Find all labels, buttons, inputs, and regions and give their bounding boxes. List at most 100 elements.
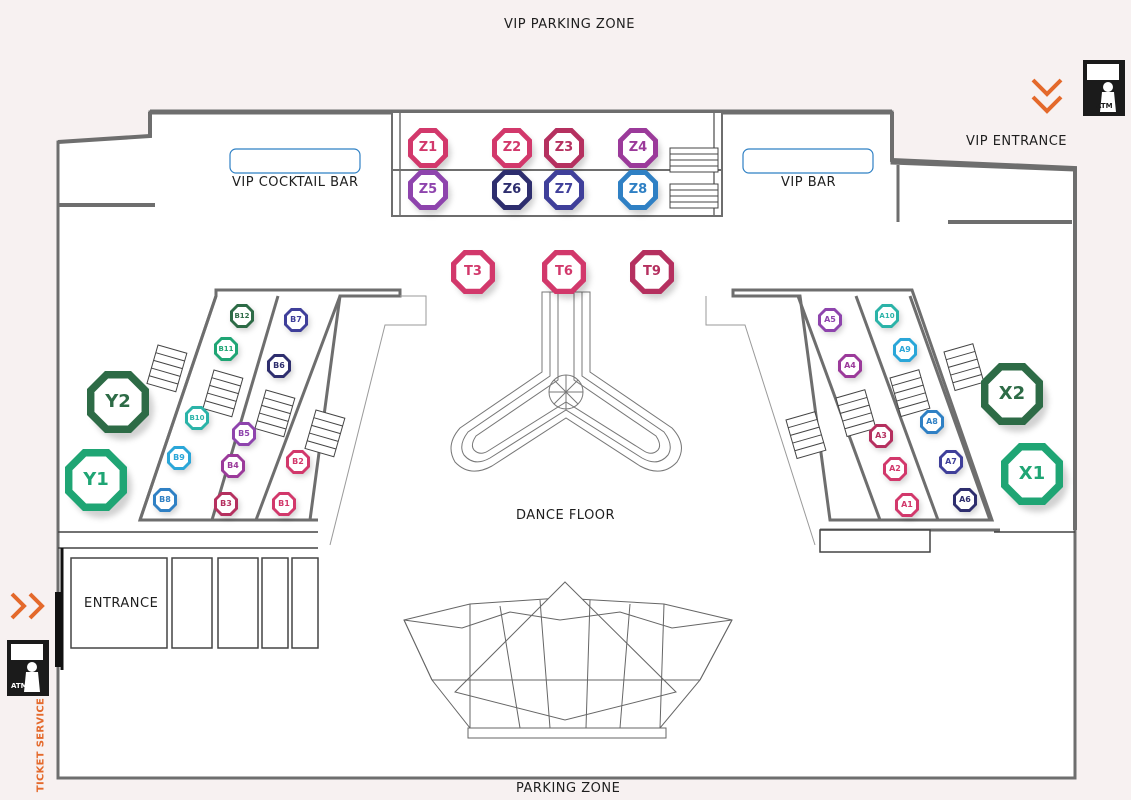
table-label: T6 <box>555 264 573 280</box>
table-label: Z6 <box>502 182 522 198</box>
table-a10[interactable]: A10 <box>875 304 899 328</box>
vip-bar-label: VIP BAR <box>781 175 837 190</box>
table-label: X2 <box>998 383 1026 405</box>
stairs-left-4 <box>304 409 346 458</box>
table-a5[interactable]: A5 <box>818 308 842 332</box>
entrance-label[interactable]: ENTRANCE <box>84 596 159 611</box>
table-label: B3 <box>220 499 232 509</box>
dance-floor-edge-right <box>705 296 816 546</box>
stairs-right-1 <box>943 343 985 392</box>
stairs-vip-1 <box>669 147 719 173</box>
stairs-left-2 <box>202 369 244 418</box>
table-label: B11 <box>218 344 234 353</box>
table-a3[interactable]: A3 <box>869 424 893 448</box>
dance-floor-edge <box>329 295 427 546</box>
table-b6[interactable]: B6 <box>267 354 291 378</box>
table-label: B9 <box>173 453 185 463</box>
table-label: Z1 <box>418 140 438 156</box>
table-label: A5 <box>824 315 836 325</box>
table-label: A8 <box>926 417 938 427</box>
table-y2[interactable]: Y2 <box>87 371 149 433</box>
table-label: Y1 <box>83 469 109 491</box>
table-label: B5 <box>238 429 250 439</box>
table-t9[interactable]: T9 <box>630 250 674 294</box>
table-label: Z7 <box>554 182 574 198</box>
vip-bar-counter <box>742 148 874 174</box>
table-x1[interactable]: X1 <box>1001 443 1063 505</box>
table-z3[interactable]: Z3 <box>544 128 584 168</box>
table-label: A6 <box>959 495 971 505</box>
table-b12[interactable]: B12 <box>230 304 254 328</box>
table-b11[interactable]: B11 <box>214 337 238 361</box>
table-z7[interactable]: Z7 <box>544 170 584 210</box>
table-b8[interactable]: B8 <box>153 488 177 512</box>
table-label: X1 <box>1018 463 1046 485</box>
table-z1[interactable]: Z1 <box>408 128 448 168</box>
entrance-door <box>55 592 61 667</box>
table-a8[interactable]: A8 <box>920 410 944 434</box>
entrance-arrow-icon <box>10 592 45 620</box>
table-t3[interactable]: T3 <box>451 250 495 294</box>
catwalk <box>450 291 682 472</box>
table-label: A2 <box>889 464 901 474</box>
table-b2[interactable]: B2 <box>286 450 310 474</box>
table-z5[interactable]: Z5 <box>408 170 448 210</box>
table-z8[interactable]: Z8 <box>618 170 658 210</box>
table-b7[interactable]: B7 <box>284 308 308 332</box>
table-x2[interactable]: X2 <box>981 363 1043 425</box>
table-b9[interactable]: B9 <box>167 446 191 470</box>
table-label: Z8 <box>628 182 648 198</box>
table-label: B10 <box>189 413 205 422</box>
table-label: A10 <box>879 311 895 320</box>
table-a9[interactable]: A9 <box>893 338 917 362</box>
dance-floor-label: DANCE FLOOR <box>516 508 616 523</box>
parking-zone-label: PARKING ZONE <box>516 781 621 796</box>
table-label: A1 <box>901 500 913 510</box>
svg-text:ATM: ATM <box>1096 102 1113 110</box>
table-b1[interactable]: B1 <box>272 492 296 516</box>
table-b3[interactable]: B3 <box>214 492 238 516</box>
left-upper-wall <box>57 112 152 144</box>
table-b4[interactable]: B4 <box>221 454 245 478</box>
stairs-right-3 <box>835 389 877 438</box>
vip-entrance-arrow-icon <box>1031 78 1063 114</box>
ticket-service-label[interactable]: TICKET SERVICE <box>35 697 47 793</box>
table-label: A9 <box>899 345 911 355</box>
table-z4[interactable]: Z4 <box>618 128 658 168</box>
right-upper-wall <box>890 112 1077 530</box>
table-label: Z4 <box>628 140 648 156</box>
table-label: Z3 <box>554 140 574 156</box>
table-b10[interactable]: B10 <box>185 406 209 430</box>
table-a6[interactable]: A6 <box>953 488 977 512</box>
table-a7[interactable]: A7 <box>939 450 963 474</box>
table-a2[interactable]: A2 <box>883 457 907 481</box>
vip-cocktail-bar-label: VIP COCKTAIL BAR <box>232 175 359 190</box>
table-label: B12 <box>234 311 250 320</box>
table-a4[interactable]: A4 <box>838 354 862 378</box>
main-stage <box>403 581 733 739</box>
atm-icon-left: ATM <box>7 640 49 696</box>
svg-text:ATM: ATM <box>11 682 28 690</box>
table-label: Y2 <box>105 391 131 413</box>
table-z6[interactable]: Z6 <box>492 170 532 210</box>
vip-entrance-label: VIP ENTRANCE <box>966 134 1067 149</box>
table-label: B4 <box>227 461 239 471</box>
table-z2[interactable]: Z2 <box>492 128 532 168</box>
table-y1[interactable]: Y1 <box>65 449 127 511</box>
table-t6[interactable]: T6 <box>542 250 586 294</box>
stairs-left-1 <box>146 344 188 393</box>
table-b5[interactable]: B5 <box>232 422 256 446</box>
stairs-right-4 <box>785 411 827 460</box>
stairs-left-3 <box>254 389 296 438</box>
table-label: A3 <box>875 431 887 441</box>
table-label: B8 <box>159 495 171 505</box>
vip-cocktail-bar-counter <box>229 148 361 174</box>
table-label: A7 <box>945 457 957 467</box>
vip-parking-zone-label: VIP PARKING ZONE <box>504 17 635 32</box>
table-label: B7 <box>290 315 302 325</box>
table-label: B1 <box>278 499 290 509</box>
table-a1[interactable]: A1 <box>895 493 919 517</box>
stairs-vip-2 <box>669 183 719 209</box>
